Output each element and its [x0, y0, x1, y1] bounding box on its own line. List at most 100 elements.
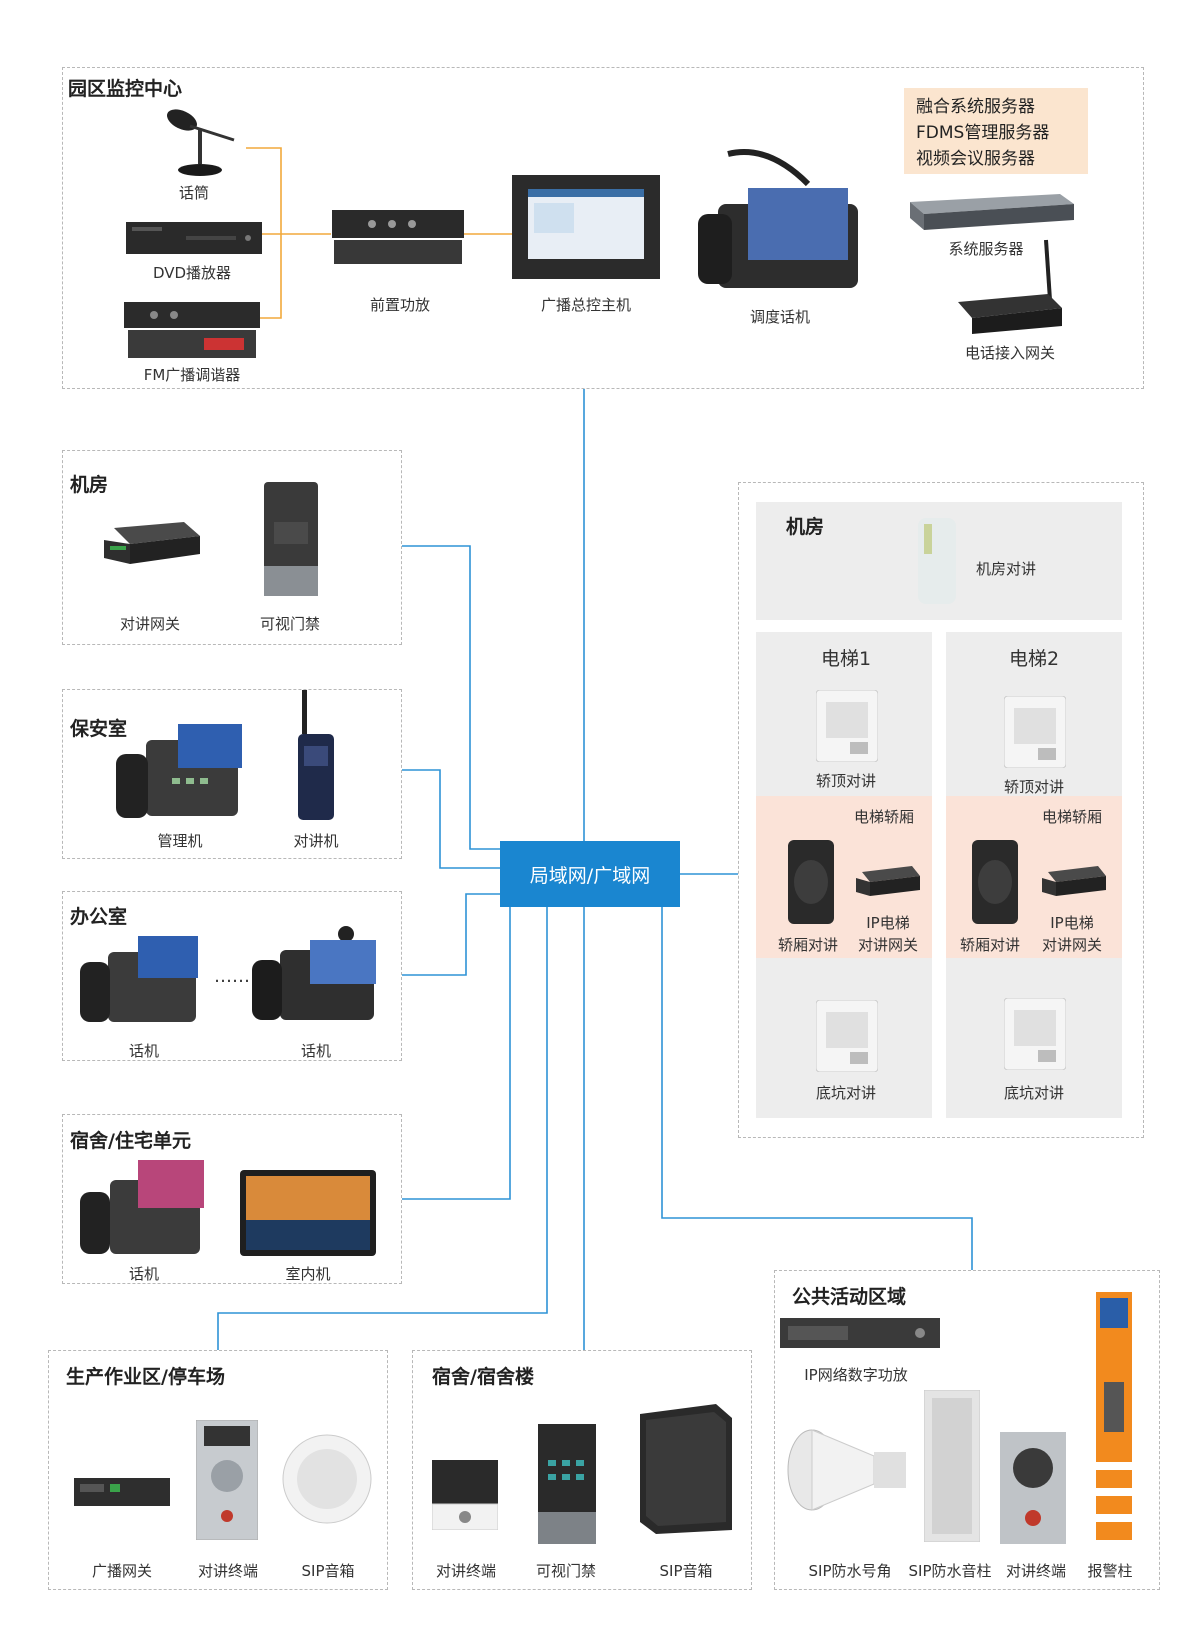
machine-room-box [62, 450, 402, 645]
device-label: 室内机 [285, 1265, 331, 1283]
device-label: 底坑对讲 [815, 1084, 877, 1102]
device-label: 可视门禁 [535, 1562, 597, 1580]
machine-room-title: 机房 [70, 474, 109, 496]
device-label: 话机 [128, 1265, 160, 1283]
device-label: 管理机 [157, 832, 203, 850]
device-label: 对讲终端 [435, 1562, 497, 1580]
server-item: FDMS管理服务器 [916, 123, 1050, 143]
ip-amplifier-icon [780, 1318, 940, 1348]
dispatch-label: 调度话机 [749, 308, 811, 326]
desk-phone-icon [80, 1160, 204, 1254]
dvd-label: DVD播放器 [152, 264, 232, 282]
amp-label: IP网络数字功放 [804, 1366, 908, 1384]
broadcast-gateway-icon [74, 1478, 170, 1506]
video-phone-icon [252, 926, 376, 1020]
gateway-label: 电话接入网关 [964, 344, 1056, 362]
intercom-terminal-icon [1000, 1432, 1066, 1544]
public-area-box [774, 1270, 1160, 1590]
waterproof-horn-icon [787, 1429, 906, 1511]
intercom-terminal-icon [196, 1420, 258, 1540]
machine-room-intercom-icon [918, 518, 956, 604]
alarm-column-icon [1096, 1292, 1132, 1540]
public-area-title: 公共活动区域 [792, 1286, 907, 1308]
security-room-title: 保安室 [70, 718, 128, 740]
device-label: 底坑对讲 [1003, 1084, 1065, 1102]
production-box [48, 1350, 388, 1590]
mic-label: 话筒 [178, 184, 210, 202]
video-door-icon [538, 1424, 596, 1544]
car-top-intercom-icon [1004, 696, 1066, 768]
car-title: 电梯轿厢 [853, 808, 915, 826]
car-top-intercom-icon [816, 690, 878, 762]
control-center-title: 园区监控中心 [68, 78, 183, 100]
elevator-title: 电梯1 [820, 648, 872, 670]
device-label: 对讲机 [293, 832, 339, 850]
dispatch-phone-icon [698, 149, 858, 288]
sip-speaker-icon [282, 1434, 372, 1524]
elevator-area-box [738, 482, 1144, 1138]
device-label: 轿厢对讲 [959, 936, 1021, 954]
device-label: 对讲网关 [1041, 936, 1103, 954]
device-label: 机房对讲 [975, 560, 1037, 578]
walkie-talkie-icon [298, 690, 334, 820]
device-label: 轿顶对讲 [1003, 778, 1065, 796]
system-server-icon [910, 194, 1074, 230]
security-room-box [62, 689, 402, 859]
residential-box [62, 1114, 402, 1284]
device-label: 广播网关 [91, 1562, 153, 1580]
device-label: 话机 [300, 1042, 332, 1060]
dormitory-title: 宿舍/宿舍楼 [432, 1366, 534, 1388]
device-label: IP电梯 [1050, 914, 1094, 932]
video-door-icon [264, 482, 318, 596]
device-label: SIP音箱 [301, 1562, 355, 1580]
device-label: IP电梯 [866, 914, 910, 932]
device-label: 对讲网关 [119, 615, 181, 633]
elevator-machine-room-title: 机房 [786, 516, 825, 538]
car-intercom-icon [788, 840, 834, 924]
office-title: 办公室 [70, 906, 128, 928]
production-title: 生产作业区/停车场 [66, 1366, 225, 1388]
elevator-gateway-icon [856, 866, 920, 896]
server-label: 系统服务器 [948, 240, 1024, 258]
pit-intercom-icon [1004, 998, 1066, 1070]
preamp-label: 前置功放 [369, 296, 431, 314]
intercom-gateway-icon [104, 522, 200, 564]
indoor-monitor-icon [240, 1170, 376, 1256]
device-label: SIP防水音柱 [908, 1562, 992, 1580]
intercom-terminal-icon [432, 1460, 498, 1530]
sip-speaker-icon [640, 1404, 732, 1534]
pit-intercom-icon [816, 1000, 878, 1072]
device-label: 对讲网关 [857, 936, 919, 954]
server-item: 视频会议服务器 [916, 149, 1035, 169]
desk-phone-icon [80, 936, 198, 1022]
dormitory-box [412, 1350, 752, 1590]
phone-gateway-icon [958, 239, 1062, 334]
network-hub: 局域网/广域网 [500, 841, 680, 907]
elevator-gateway-icon [1042, 866, 1106, 896]
device-label: 对讲终端 [1005, 1562, 1067, 1580]
device-label: 话机 [128, 1042, 160, 1060]
device-label: SIP防水号角 [808, 1562, 892, 1580]
car-intercom-icon [972, 840, 1018, 924]
device-label: 轿厢对讲 [777, 936, 839, 954]
office-box [62, 891, 402, 1061]
device-label: 报警柱 [1087, 1562, 1133, 1580]
device-label: SIP音箱 [659, 1562, 713, 1580]
server-item: 融合系统服务器 [916, 97, 1035, 117]
server-list-note: 融合系统服务器 FDMS管理服务器 视频会议服务器 [904, 88, 1088, 174]
device-label: 轿顶对讲 [815, 772, 877, 790]
elevator-title: 电梯2 [1008, 648, 1060, 670]
preamp-icon [332, 210, 464, 264]
management-phone-icon [116, 724, 242, 818]
microphone-icon [167, 109, 235, 176]
car-title: 电梯轿厢 [1041, 808, 1103, 826]
broadcast-host-icon [512, 175, 660, 279]
device-label: 对讲终端 [197, 1562, 259, 1580]
host-label: 广播总控主机 [540, 296, 632, 314]
fm-label: FM广播调谐器 [143, 366, 241, 384]
control-center-box [62, 67, 1144, 389]
dvd-player-icon [126, 222, 262, 254]
residential-title: 宿舍/住宅单元 [70, 1130, 191, 1152]
ellipsis: …… [214, 966, 250, 987]
